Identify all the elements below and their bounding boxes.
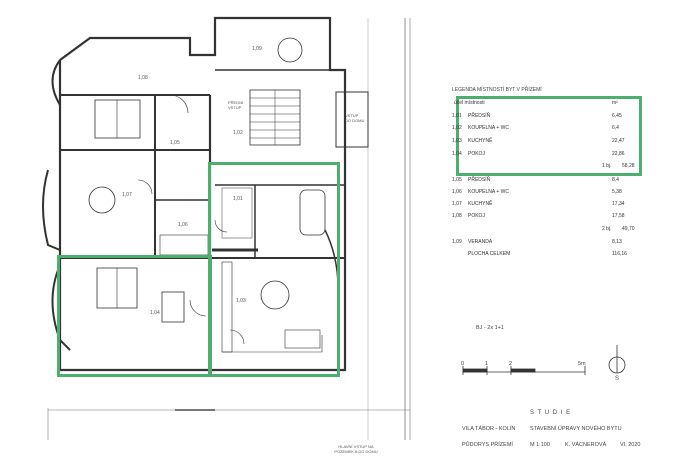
legend-total-name: PLOCHA CELKEM: [468, 251, 511, 257]
room-label-106: 1,06: [178, 222, 188, 228]
entry-label-left: PŘEDNÍ VSTUP: [228, 100, 244, 110]
drawing-author: K. VÁCNEROVÁ: [565, 442, 607, 448]
legend-row: 1,07 KUCHYNĚ 17,34: [452, 200, 662, 209]
legend-name: VERANDA: [468, 239, 493, 245]
studie-heading: S T U D I E: [530, 410, 572, 416]
legend-total-area: 116,16: [612, 251, 627, 257]
legend-row: 1,08 POKOJ 17,58: [452, 212, 662, 221]
legend-num: 1,05: [452, 177, 462, 183]
highlight-legend: [456, 96, 642, 176]
room-label-109: 1,09: [252, 46, 262, 52]
room-label-105: 1,05: [170, 140, 180, 146]
legend-header-unit: m²: [612, 100, 618, 106]
legend-area: 6,4: [612, 125, 619, 131]
drawing-date: VI. 2020: [620, 442, 641, 448]
room-label-104: 1,04: [150, 310, 160, 316]
legend-total-value: 58,28: [622, 163, 635, 169]
legend-header-name: účel místnosti: [454, 100, 485, 106]
legend-row: 1,04 POKOJ 22,86: [452, 150, 662, 159]
legend-num: 1,02: [452, 125, 462, 131]
legend-unit1-total: 1 bj. 58,28: [452, 162, 662, 171]
legend-area: 17,34: [612, 201, 625, 207]
room-label-108: 1,08: [138, 75, 148, 81]
highlight-unit1-plan: [208, 162, 340, 377]
legend-name: KUCHYNĚ: [468, 138, 493, 144]
legend-row: 1,03 KUCHYNĚ 22,47: [452, 137, 662, 146]
legend-num: 1,08: [452, 213, 462, 219]
legend-area: 22,47: [612, 138, 625, 144]
legend-num: 1,03: [452, 138, 462, 144]
project-subject: STAVEBNÍ ÚPRAVY NOVÉHO BYTU: [530, 426, 622, 432]
legend-num: 1,06: [452, 189, 462, 195]
legend-header: účel místnosti m²: [452, 99, 662, 108]
bottom-entry-label: HLAVNÍ VSTUP NA POZEMEK A DO DOMU: [334, 444, 378, 454]
scale-label-0: 0: [461, 361, 465, 367]
legend-unit2-total: 2 bj. 49,70: [452, 225, 662, 234]
scale-label-1: 1: [485, 361, 489, 367]
legend-row: 1,01 PŘEDSÍŇ 6,45: [452, 112, 662, 121]
legend-area: 22,86: [612, 151, 625, 157]
legend-total: PLOCHA CELKEM 116,16: [452, 250, 662, 259]
legend-name: KUCHYNĚ: [468, 201, 493, 207]
legend-row: 1,06 KOUPELNA + WC 5,38: [452, 188, 662, 197]
legend-row: 1,05 PŘEDSÍŇ 8,4: [452, 176, 662, 185]
legend-total-value: 49,70: [622, 226, 635, 232]
room-label-107: 1,07: [122, 192, 132, 198]
legend-area: 17,58: [612, 213, 625, 219]
legend-num: 1,04: [452, 151, 462, 157]
legend-name: POKOJ: [468, 213, 485, 219]
scale-label-2: 2: [509, 361, 513, 367]
legend-area: 6,45: [612, 113, 622, 119]
bj-note: BJ - 2x 1+1: [476, 325, 504, 331]
legend-area: 8,4: [612, 177, 619, 183]
legend-total-label: 1 bj.: [602, 163, 612, 169]
entry-label-right: VSTUP DO DOMU: [345, 113, 365, 123]
drawing-name: PŮDORYS PŘÍZEMÍ: [462, 442, 513, 448]
legend-row: 1,02 KOUPELNA + WC 6,4: [452, 124, 662, 133]
room-label-101: 1,01: [233, 196, 243, 202]
legend-area: 5,38: [612, 189, 622, 195]
room-label-103: 1,03: [236, 298, 246, 304]
legend-veranda: 1,09 VERANDA 8,13: [452, 238, 662, 247]
legend-name: PŘEDSÍŇ: [468, 177, 491, 183]
highlight-unit1-plan-lower: [57, 255, 212, 377]
scale-label-5m: 5m: [578, 361, 586, 367]
legend-num: 1,09: [452, 239, 462, 245]
legend-name: KOUPELNA + WC: [468, 189, 509, 195]
legend-name: POKOJ: [468, 151, 485, 157]
legend-num: 1,07: [452, 201, 462, 207]
legend-total-label: 2 bj.: [602, 226, 612, 232]
legend-name: KOUPELNA + WC: [468, 125, 509, 131]
legend-name: PŘEDSÍŇ: [468, 113, 491, 119]
legend-num: 1,01: [452, 113, 462, 119]
room-label-102: 1,02: [233, 130, 243, 136]
legend-area: 8,13: [612, 239, 622, 245]
drawing-scale: M 1:100: [530, 442, 550, 448]
north-label: S: [615, 376, 620, 382]
legend-title: LEGENDA MÍSTNOSTÍ BYT V PŘÍZEMÍ: [452, 87, 542, 93]
project-name: VILA TÁBOR - KOLÍN: [462, 426, 516, 432]
